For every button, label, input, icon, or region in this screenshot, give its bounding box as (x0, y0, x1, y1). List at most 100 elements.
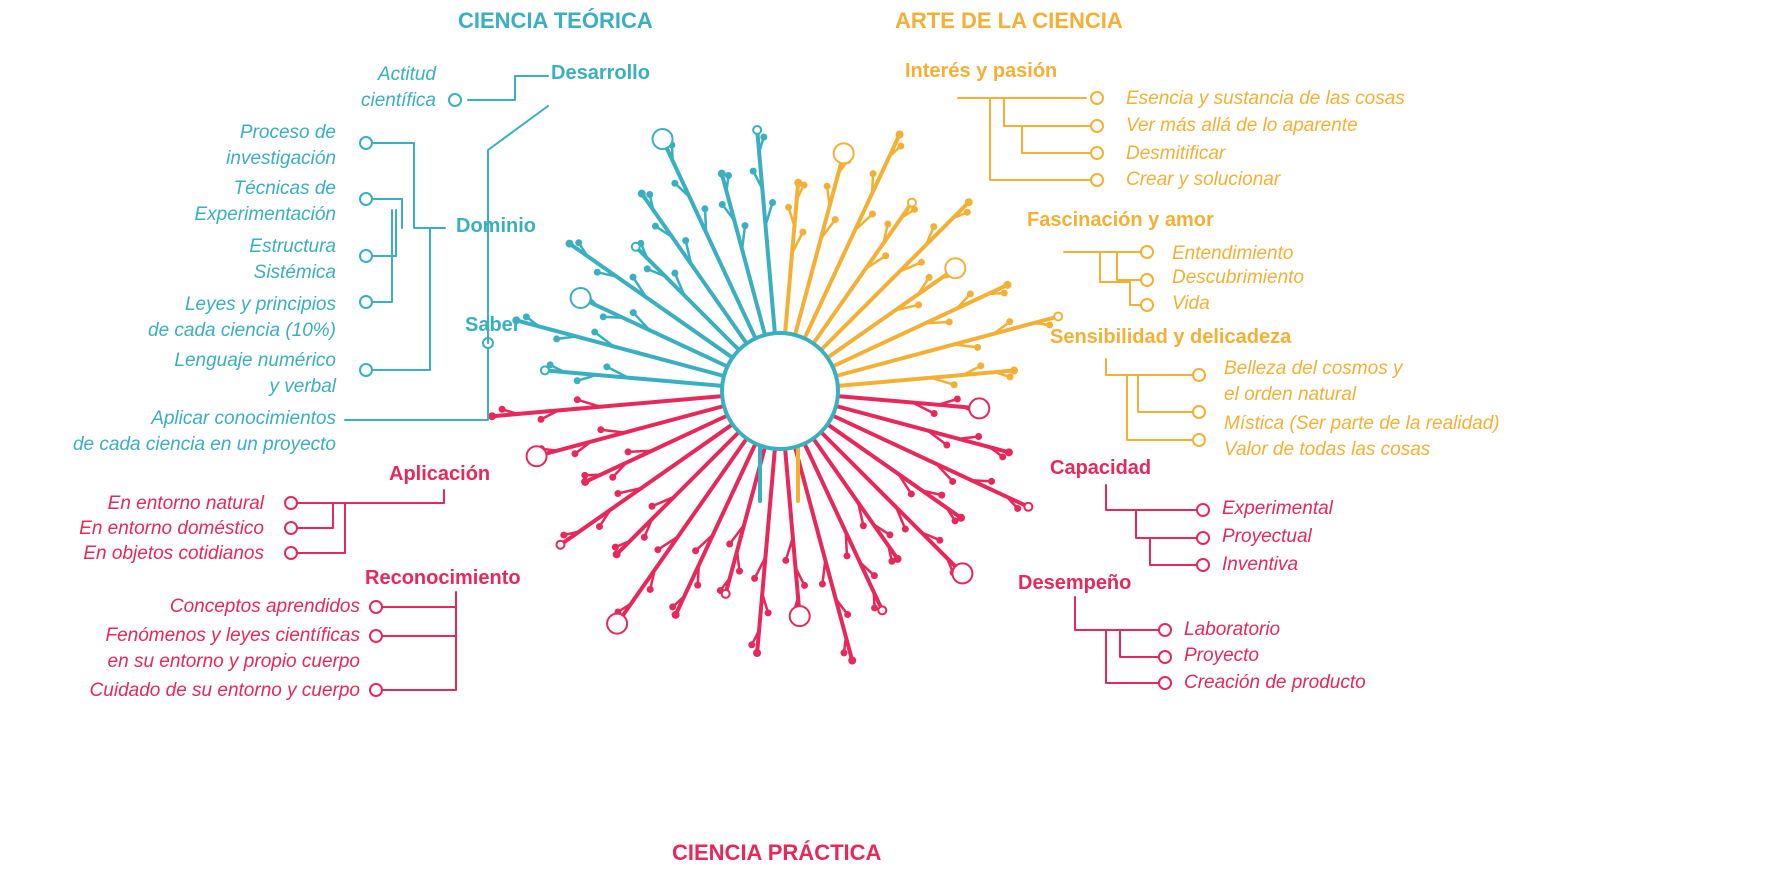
title-ciencia-practica: CIENCIA PRÁCTICA (672, 840, 882, 865)
branch-tip-dot (799, 228, 807, 236)
node-circle (1196, 503, 1210, 517)
branch-tip-dot (591, 328, 599, 336)
branch-tip-dot (930, 410, 938, 418)
tree-branch (514, 318, 726, 378)
tree-branch (783, 180, 801, 336)
branch-tip-dot (869, 170, 877, 178)
item-inventiva: Inventiva (1222, 554, 1299, 575)
branch-tip-dot (671, 269, 679, 277)
branch-tip-dot (1046, 321, 1054, 329)
category-desempeno: Desempeño (1018, 572, 1132, 594)
tree-branch (719, 171, 767, 337)
branch-tip-dot (831, 216, 839, 224)
tree-twig (631, 275, 648, 299)
tree-tip-circle (906, 197, 917, 208)
tree-branch (830, 282, 1010, 369)
node-circle (1140, 245, 1154, 259)
branch-tip-dot (726, 540, 734, 548)
node-circle (1090, 146, 1104, 160)
item-crear-y-solucionar: Crear y solucionar (1126, 169, 1281, 190)
item-laboratorio: Laboratorio (1184, 619, 1281, 640)
branch-tip-dot (964, 198, 973, 207)
branch-tip-dot (974, 343, 982, 351)
branch-tip-dot (694, 581, 702, 589)
item-creacion-de-producto: Creación de producto (1184, 672, 1366, 693)
tree-branch (835, 394, 982, 411)
category-fascinacion-y-amor: Fascinación y amor (1027, 209, 1214, 231)
tree-branch (825, 422, 963, 520)
tree-twig (893, 303, 920, 312)
item-valor-de-todas-las-cosas: Valor de todas las cosas (1224, 439, 1431, 460)
branch-tip-dot (1006, 373, 1014, 381)
branch-tip-dot (1006, 318, 1014, 326)
branch-tip-dot (950, 381, 958, 389)
branch-tip-dot (595, 523, 603, 531)
item-experimental: Experimental (1222, 498, 1333, 519)
node-circle (1140, 273, 1154, 287)
tree-branch (819, 430, 965, 576)
branch-tip-dot (1003, 280, 1012, 289)
branch-tip-dot (907, 490, 915, 498)
branch-tip-dot (537, 415, 545, 423)
branch-tip-dot (870, 572, 878, 580)
branch-tip-dot (654, 546, 662, 554)
category-interes-y-pasion: Interés y pasión (905, 60, 1058, 82)
tree-twig (935, 462, 954, 483)
tree-twig (821, 558, 827, 586)
branch-tip-dot (646, 585, 654, 593)
node-circle (1192, 405, 1206, 419)
branch-tip-dot (573, 377, 581, 385)
category-saber: Saber (465, 314, 521, 336)
node-circle (1158, 650, 1172, 664)
tree-branch (802, 441, 885, 613)
item-vida: Vida (1172, 293, 1210, 314)
tree-leaf-circle (651, 128, 674, 151)
tree-branch (802, 132, 902, 341)
branch-tip-dot (671, 179, 679, 187)
tree-branch (755, 446, 777, 655)
tree-twig (924, 320, 951, 325)
tree-leaf-circle (968, 397, 991, 420)
branch-tip-dot (801, 581, 809, 589)
branch-tip-dot (897, 142, 905, 150)
tree-tip-circle (630, 241, 641, 252)
item-proyecto: Proyecto (1184, 645, 1259, 666)
branch-tip-dot (624, 448, 632, 456)
branch-tip-dot (611, 543, 619, 551)
center-ring (720, 331, 840, 451)
tree-leaf-circle (944, 257, 967, 280)
branch-tip-dot (669, 603, 677, 611)
node-circle (1192, 433, 1206, 447)
branch-tip-dot (614, 490, 622, 498)
connector-network (284, 75, 1210, 697)
branch-tip-dot (917, 258, 925, 266)
item-esencia-y-sustancia: Esencia y sustancia de las cosas (1126, 88, 1405, 109)
item-proyectual: Proyectual (1222, 526, 1312, 547)
node-circle (1090, 119, 1104, 133)
tree-twig (599, 428, 626, 434)
tree-branch (811, 200, 914, 346)
branch-tip-dot (646, 190, 654, 198)
branch-tip-dot (843, 552, 851, 560)
branch-tip-dot (988, 477, 996, 485)
branch-tip-dot (966, 290, 974, 298)
branch-tip-dot (895, 130, 904, 139)
branch-tip-dot (823, 182, 831, 190)
tree-twig (576, 398, 602, 408)
branch-tip-dot (560, 531, 568, 539)
tree-illustration (488, 124, 1064, 665)
node-circle (369, 600, 383, 614)
branch-tip-dot (943, 441, 951, 449)
branch-tip-dot (794, 178, 803, 187)
node-circle (369, 629, 383, 643)
branch-tip-dot (629, 273, 637, 281)
branch-tip-dot (764, 609, 772, 617)
tree-twig (864, 254, 887, 271)
branch-tip-dot (882, 252, 890, 260)
category-dominio: Dominio (456, 215, 536, 237)
